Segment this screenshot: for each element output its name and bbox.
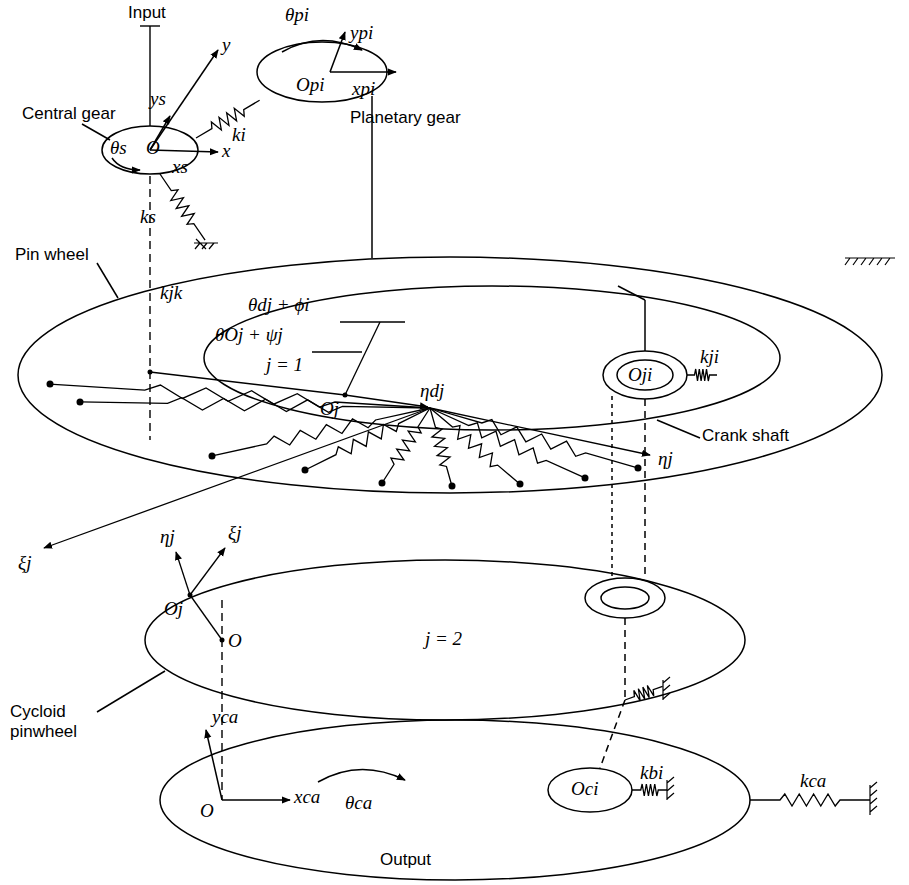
input-shaft	[140, 26, 222, 800]
symbol-label: Oj	[320, 398, 339, 420]
symbol-label: x	[222, 140, 230, 162]
part-label: Input	[128, 3, 166, 23]
symbol-label: θOj + ψj	[215, 324, 283, 346]
symbol-label: Opi	[296, 74, 325, 96]
symbol-label: y	[222, 34, 230, 56]
symbol-label: ks	[140, 206, 156, 228]
symbol-label: O	[146, 137, 160, 159]
planetary-gear	[257, 32, 396, 258]
symbol-label: ηdj	[420, 380, 444, 402]
pin-wheel	[18, 257, 882, 493]
symbol-label: O	[228, 630, 242, 652]
cycloid-wheel	[97, 560, 745, 720]
symbol-label: θdj + ϕi	[248, 294, 310, 316]
part-label: Crank shaft	[702, 426, 789, 446]
symbol-label: yca	[212, 706, 238, 728]
crank-shaft	[585, 286, 700, 768]
symbol-label: θs	[110, 137, 127, 159]
symbol-label: kji	[700, 346, 719, 368]
symbol-label: j = 2	[425, 628, 462, 650]
part-label: Cycloid pinwheel	[10, 702, 100, 741]
symbol-label: Oj	[164, 598, 183, 620]
symbol-label: ki	[232, 124, 246, 146]
part-label: Planetary gear	[350, 108, 461, 128]
symbol-label: j = 1	[266, 354, 303, 376]
symbol-label: kca	[800, 770, 826, 792]
symbol-label: θca	[345, 792, 372, 814]
ground-hatches	[194, 239, 895, 815]
symbol-label: ηj	[160, 526, 175, 548]
symbol-label: ξj	[228, 522, 241, 544]
symbol-label: xpi	[352, 78, 375, 100]
part-label: Output	[380, 850, 431, 870]
symbol-label: ηj	[658, 448, 673, 470]
output-carrier	[160, 720, 750, 880]
symbol-label: ξj	[18, 552, 31, 574]
symbol-label: O	[200, 800, 214, 822]
symbol-label: Oji	[628, 364, 652, 386]
cycloid-frame-lines	[44, 322, 650, 640]
symbol-label: xca	[294, 786, 320, 808]
springs	[49, 95, 870, 806]
symbol-label: ys	[150, 88, 166, 110]
symbol-label: xs	[172, 156, 188, 178]
symbol-label: θpi	[285, 4, 309, 26]
part-label: Pin wheel	[15, 245, 89, 265]
symbol-label: kjk	[160, 282, 182, 304]
symbol-label: ypi	[350, 22, 373, 44]
part-label: Central gear	[22, 104, 116, 124]
symbol-label: Oci	[571, 778, 598, 800]
pin-points	[47, 370, 642, 643]
symbol-label: kbi	[640, 762, 663, 784]
